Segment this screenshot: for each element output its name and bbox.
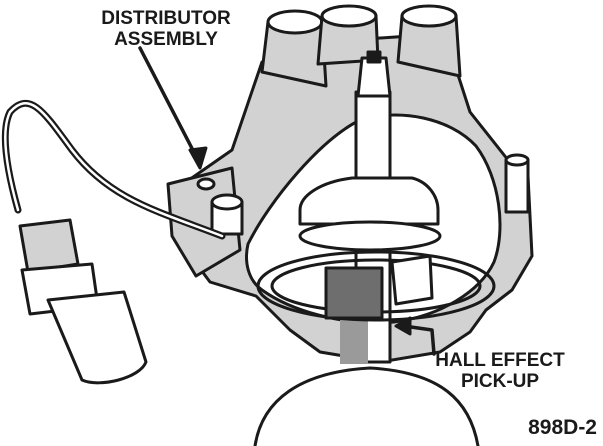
distributor-assembly-label: DISTRIBUTOR ASSEMBLY <box>66 8 266 50</box>
leader-distributor <box>138 46 200 162</box>
connector-body <box>46 290 148 385</box>
right-clip <box>504 158 530 214</box>
hall-effect-pickup-label: HALL EFFECT PICK-UP <box>420 350 580 392</box>
distributor-label-line-1: DISTRIBUTOR <box>101 8 231 29</box>
center-electrode <box>356 56 392 98</box>
distributor-label-line-2: ASSEMBLY <box>114 29 218 50</box>
hall-label-line-1: HALL EFFECT <box>435 350 565 371</box>
cap-tower-mid-top <box>320 4 378 28</box>
cap-tower-right-top <box>400 4 458 28</box>
leader-distributor-arrowhead <box>188 146 208 170</box>
rotor-disc <box>298 220 442 252</box>
connector-boot <box>18 218 80 274</box>
shutter-blade <box>324 266 384 320</box>
pickup-sensor <box>390 254 434 306</box>
hall-effect-ring <box>256 250 496 322</box>
lead-wire-core <box>4 102 224 238</box>
leader-hall-effect <box>402 324 436 356</box>
figure-code: 898D-2 <box>528 416 597 439</box>
flange-hole <box>196 177 216 191</box>
lower-housing-outline <box>253 366 480 446</box>
rotor-arm <box>298 176 440 226</box>
hall-label-line-2: PICK-UP <box>460 371 540 392</box>
leader-hall-effect-arrowhead <box>394 316 412 336</box>
hold-down-screw-head <box>210 193 244 211</box>
electrode-tip <box>366 50 382 64</box>
right-clip-head <box>504 153 530 167</box>
cap-tower-left-top <box>266 9 324 35</box>
